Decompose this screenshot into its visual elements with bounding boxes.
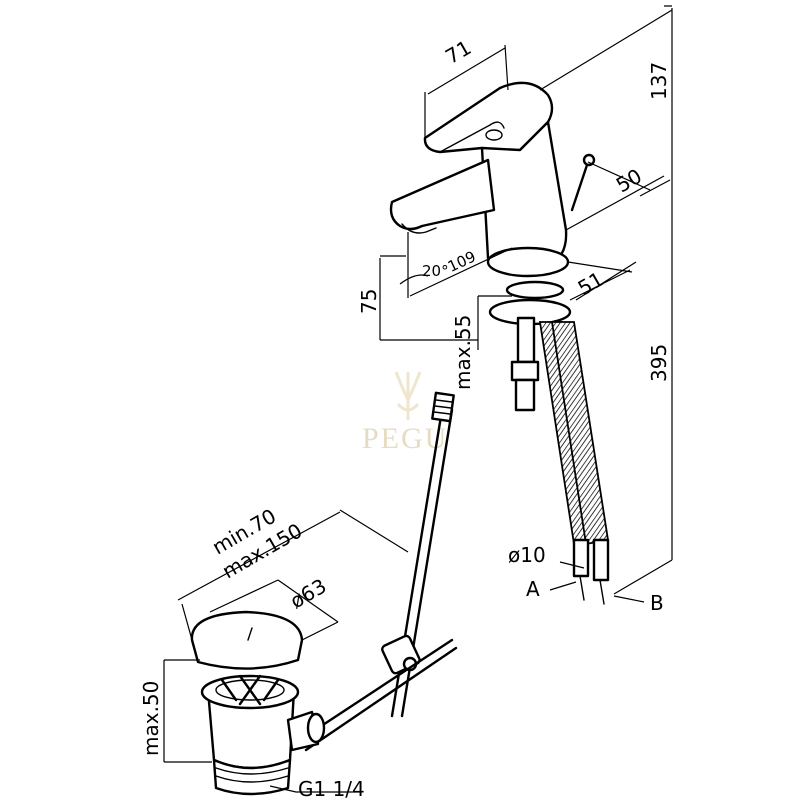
dim-handle-width: 71 <box>441 35 475 69</box>
faucet-base <box>486 246 570 278</box>
dim-body-depth: 50 <box>612 164 646 198</box>
leaf-logo-icon <box>394 371 422 420</box>
label-connection-a: A <box>526 577 540 601</box>
dim-total-height: 137 <box>647 62 671 100</box>
mounting-stud <box>516 316 536 364</box>
fitting-a <box>572 538 590 578</box>
fitting-b <box>592 538 610 582</box>
faucet-spout <box>389 158 496 231</box>
dim-drain-thread: G1 1/4 <box>298 777 365 800</box>
dim-spout-angle: 20° <box>422 262 449 280</box>
dim-spout-height: 75 <box>357 289 381 314</box>
faucet <box>389 81 610 605</box>
dim-plug-diameter: ø63 <box>286 574 331 614</box>
dim-drain-height: max.50 <box>139 681 163 756</box>
dim-lower-height: 395 <box>647 344 671 382</box>
watermark-brand: PEGU <box>362 422 448 455</box>
drain-thread <box>212 758 292 796</box>
drain-assembly <box>190 610 458 796</box>
lift-rod-top <box>570 160 590 212</box>
watermark: PEGU <box>362 371 448 455</box>
label-connection-b: B <box>650 591 664 615</box>
dim-hose-diameter: ø10 <box>508 543 546 567</box>
drain-plug <box>190 610 304 670</box>
dim-max-deck: max.55 <box>451 315 475 390</box>
dimension-lines: 71 137 50 395 51 20° 109 75 max.55 ø10 A… <box>357 5 673 615</box>
